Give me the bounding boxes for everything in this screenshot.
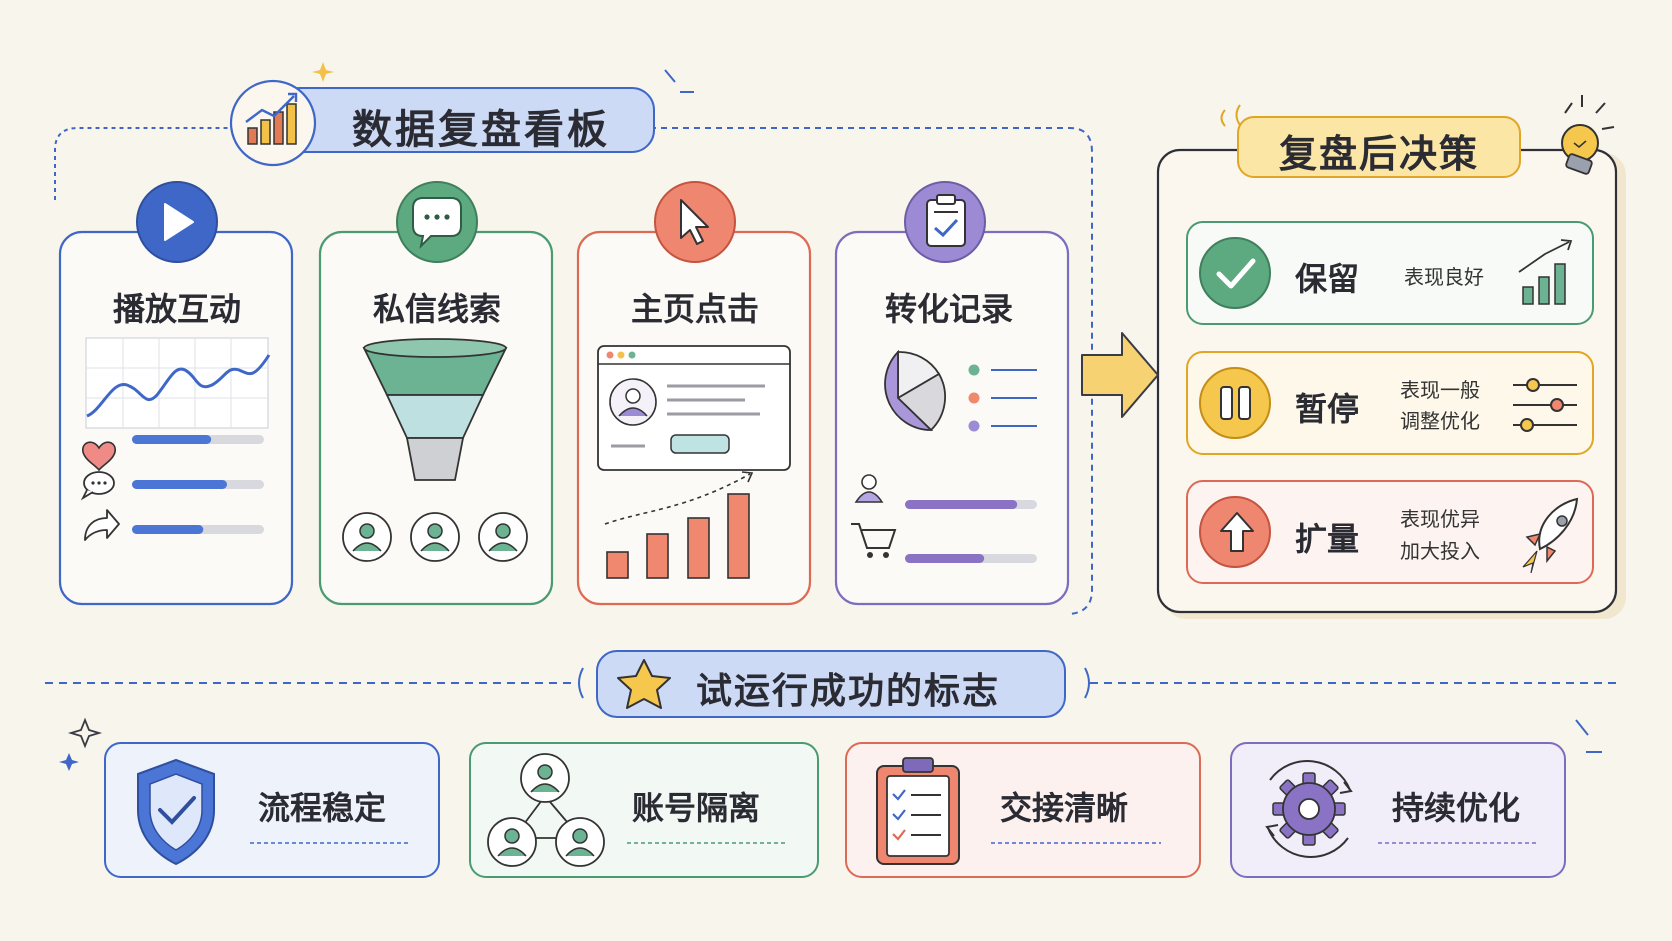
success-title-pill xyxy=(596,650,1066,718)
comment-icon xyxy=(80,471,115,501)
engagement-bar-fill xyxy=(132,480,227,489)
card-dm-leads xyxy=(318,181,554,606)
rocket-icon xyxy=(1522,497,1579,574)
decision-label: 扩量 xyxy=(1295,520,1360,558)
arrow-up-icon xyxy=(1220,512,1254,552)
clipboard-check-icon xyxy=(926,194,966,247)
conversion-bar-fill xyxy=(905,554,985,563)
decision-label: 保留 xyxy=(1295,260,1360,298)
star-icon xyxy=(617,659,671,709)
success-item-stable xyxy=(104,742,440,878)
board-title: 数据复盘看板 xyxy=(352,107,610,153)
bar-chart-icon xyxy=(245,92,298,145)
share-icon xyxy=(84,509,120,541)
success-item-handover xyxy=(845,742,1201,878)
card-title: 转化记录 xyxy=(884,290,1013,328)
decision-item-scale xyxy=(1186,480,1594,584)
play-icon xyxy=(164,203,194,241)
clipboard-checklist-icon xyxy=(876,757,960,865)
sliders-icon xyxy=(1513,378,1577,432)
card-title: 私信线索 xyxy=(372,290,501,328)
user-icon xyxy=(854,474,884,503)
decision-title-pill xyxy=(1237,95,1615,178)
decision-label: 暂停 xyxy=(1295,390,1360,428)
decision-item-keep xyxy=(1186,221,1594,325)
pause-icon xyxy=(1220,386,1251,420)
line-chart xyxy=(85,337,269,429)
sparkle-icon xyxy=(67,717,103,749)
engagement-bar-fill xyxy=(132,435,212,444)
board-title-pill xyxy=(229,79,655,167)
decision-desc: 表现一般 xyxy=(1400,378,1480,402)
card-title: 主页点击 xyxy=(630,290,759,328)
card-homepage-clicks xyxy=(576,181,812,606)
success-label: 交接清晰 xyxy=(1000,789,1129,827)
success-item-isolation xyxy=(469,742,819,878)
profile-window-icon xyxy=(597,345,791,471)
conversion-bars xyxy=(905,500,1037,563)
lightbulb-icon xyxy=(1561,95,1615,175)
success-label: 持续优化 xyxy=(1392,789,1521,827)
success-item-optimize xyxy=(1230,742,1566,878)
card-title: 播放互动 xyxy=(112,290,241,328)
success-title: 试运行成功的标志 xyxy=(696,671,1001,712)
engagement-bars xyxy=(132,435,264,534)
chat-bubble-icon xyxy=(412,197,462,250)
trend-bars-icon xyxy=(1518,239,1573,305)
check-icon xyxy=(1216,258,1256,289)
gear-cycle-icon xyxy=(1265,759,1353,859)
decision-desc: 表现良好 xyxy=(1404,265,1484,289)
sparkle-icon xyxy=(312,62,334,82)
cart-icon xyxy=(851,523,897,558)
growth-bar-chart xyxy=(604,471,754,579)
card-playback xyxy=(58,181,294,606)
decision-title: 复盘后决策 xyxy=(1278,132,1479,176)
pie-chart xyxy=(884,349,946,432)
heart-icon xyxy=(82,441,116,472)
success-label: 账号隔离 xyxy=(632,789,761,827)
decision-desc: 表现优异 xyxy=(1400,507,1480,531)
network-users-icon xyxy=(487,753,605,867)
decision-item-pause xyxy=(1186,351,1594,455)
sparkle-icon xyxy=(59,753,79,771)
user-avatars xyxy=(342,512,528,562)
success-label: 流程稳定 xyxy=(258,789,387,827)
arrow-right-icon xyxy=(1081,332,1159,418)
card-conversion xyxy=(834,181,1070,606)
decision-desc: 加大投入 xyxy=(1400,539,1480,563)
cursor-icon xyxy=(680,199,709,245)
engagement-bar-fill xyxy=(132,525,204,534)
funnel-icon xyxy=(362,338,508,481)
decision-desc: 调整优化 xyxy=(1400,409,1480,433)
conversion-bar-fill xyxy=(905,500,1018,509)
